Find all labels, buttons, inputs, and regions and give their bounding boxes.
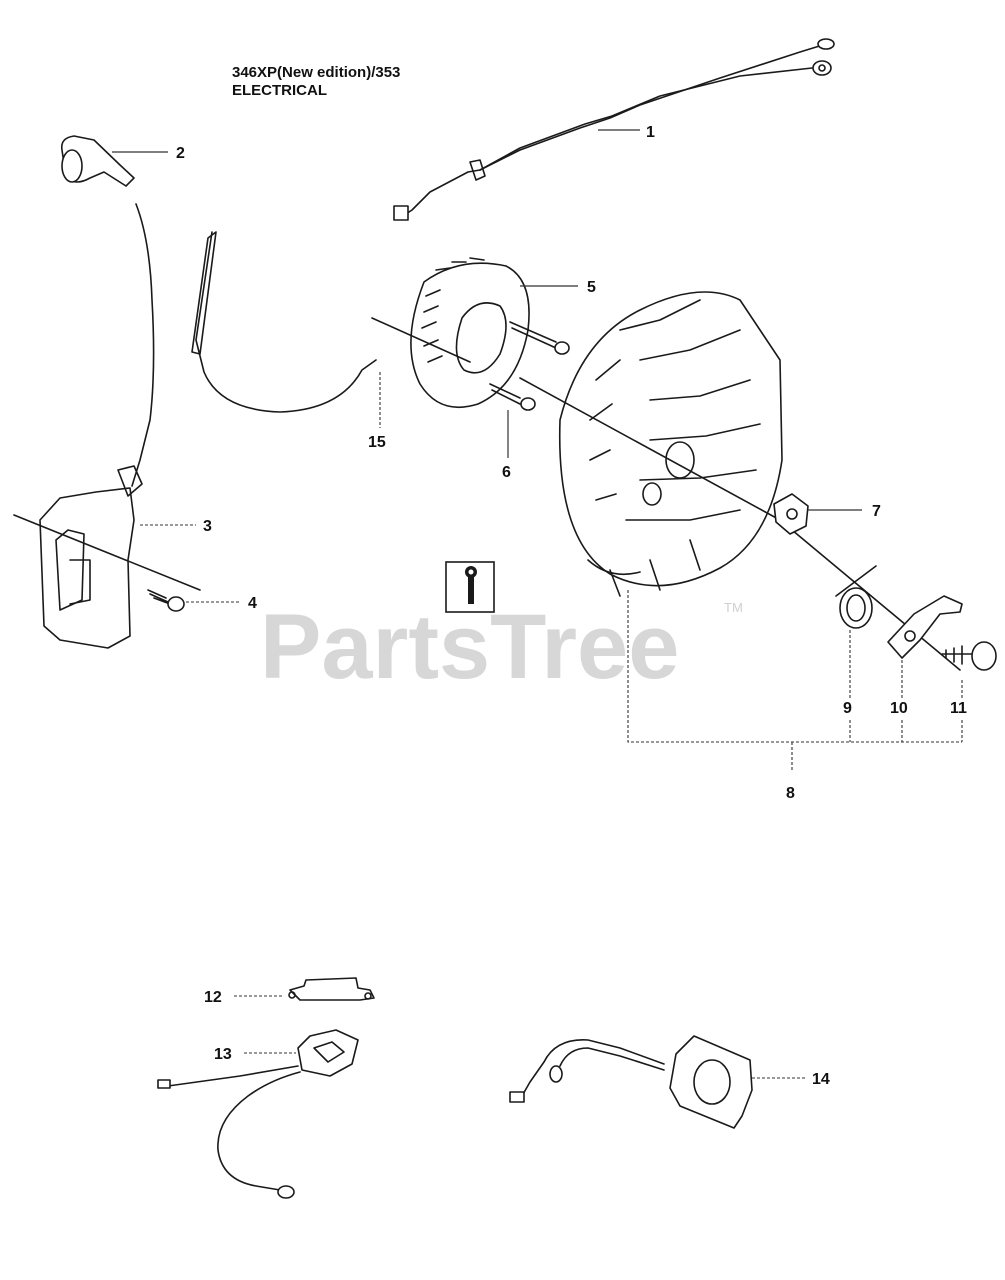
part-11-pin[interactable] [941, 641, 997, 671]
part-9-washer[interactable] [839, 587, 873, 629]
part-2-spark-plug-cap[interactable] [60, 135, 135, 187]
callout-10[interactable]: 10 [890, 700, 908, 717]
axis-line-8 [519, 377, 781, 521]
wrench-icon [445, 561, 495, 613]
part-1-cable-harness[interactable] [393, 38, 835, 221]
assembly-bracket-8 [627, 590, 963, 770]
part-12-bracket[interactable] [288, 977, 375, 1001]
callout-11[interactable]: 11 [950, 700, 967, 717]
part-8-flywheel[interactable] [558, 291, 783, 597]
callout-2[interactable]: 2 [176, 145, 185, 162]
callout-8[interactable]: 8 [786, 785, 795, 802]
parts-tree-watermark: PartsTree [260, 596, 679, 698]
trademark-mark: TM [724, 600, 743, 615]
callout-12[interactable]: 12 [204, 989, 222, 1006]
part-3-ignition-module[interactable] [39, 465, 143, 649]
axis-line-9 [835, 565, 877, 597]
callout-13[interactable]: 13 [214, 1046, 232, 1063]
part-7-nut[interactable] [773, 493, 809, 535]
part-4-screw[interactable] [147, 589, 185, 612]
callout-7[interactable]: 7 [872, 503, 881, 520]
part-6-screws[interactable] [489, 321, 570, 411]
diagram-section-title: ELECTRICAL [232, 82, 327, 99]
part-5-stator[interactable] [410, 257, 530, 408]
callout-1[interactable]: 1 [646, 124, 655, 141]
part-13-stop-switch[interactable] [157, 1029, 359, 1199]
part-14-plate-cable[interactable] [509, 1035, 753, 1129]
axis-line-8b [779, 519, 961, 671]
axis-line-3 [13, 514, 201, 591]
callout-5[interactable]: 5 [587, 279, 596, 296]
callout-14[interactable]: 14 [812, 1071, 830, 1088]
ignition-lead [131, 203, 155, 487]
callout-3[interactable]: 3 [203, 518, 212, 535]
callout-6[interactable]: 6 [502, 464, 511, 481]
callout-9[interactable]: 9 [843, 700, 852, 717]
part-15-stator-wire[interactable] [191, 231, 377, 413]
diagram-model-title: 346XP(New edition)/353 [232, 64, 400, 81]
callout-4[interactable]: 4 [248, 595, 257, 612]
axis-line-5 [371, 317, 471, 363]
callout-15[interactable]: 15 [368, 434, 386, 451]
part-10-pawl[interactable] [887, 595, 963, 659]
